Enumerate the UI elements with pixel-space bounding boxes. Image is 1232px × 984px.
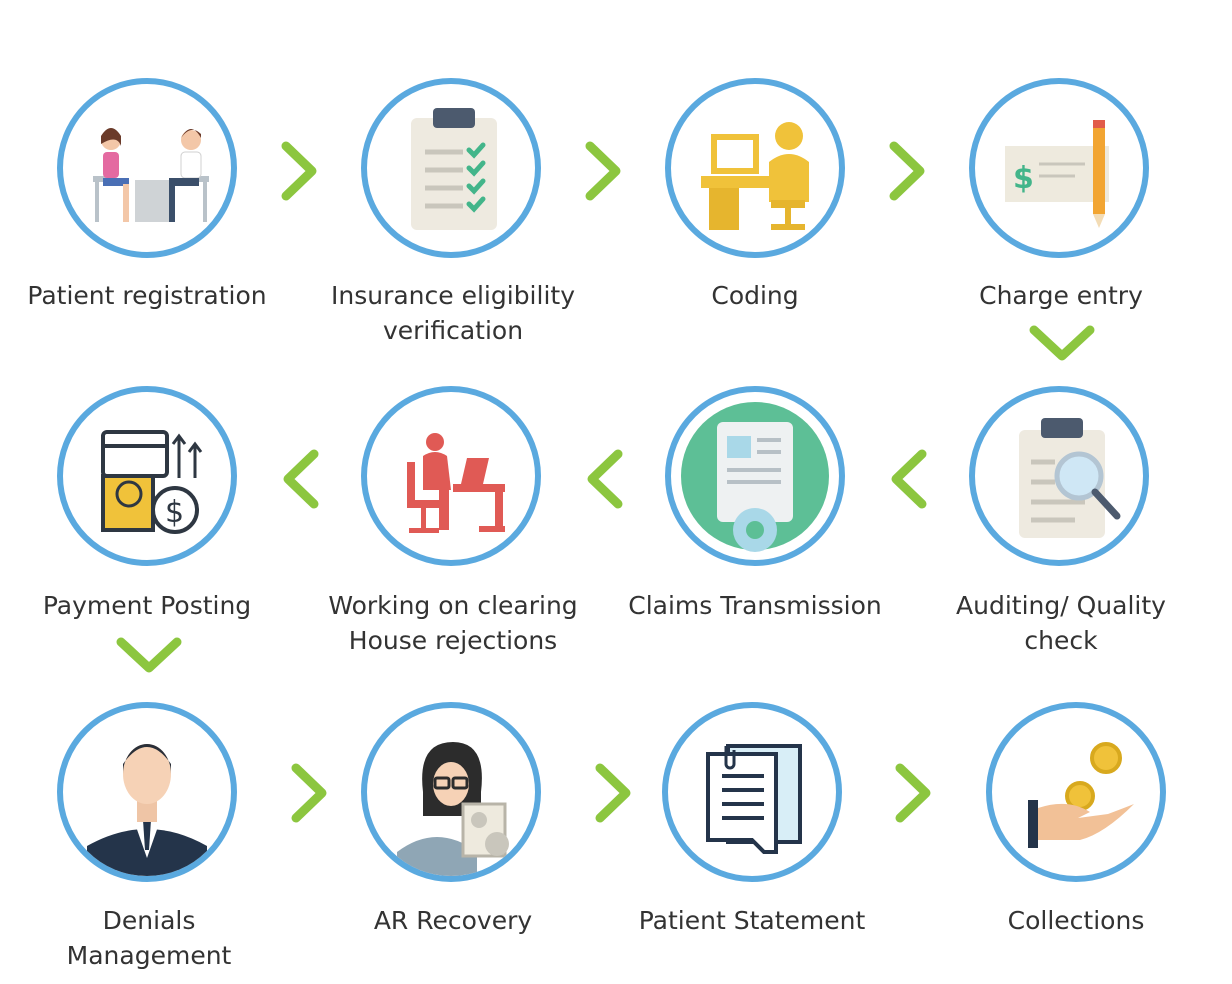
arrow-right-icon — [281, 141, 317, 201]
woman-with-report-icon — [397, 742, 509, 876]
step-circle-denials-management — [57, 702, 237, 882]
step-label-ar-recovery: AR Recovery — [373, 906, 533, 935]
step-label-claims-transmission: Claims Transmission — [628, 591, 882, 620]
arrow-down-icon — [116, 637, 182, 673]
step-circle-payment-posting: $ — [57, 386, 237, 566]
statement-document-icon — [706, 744, 802, 854]
businessman-icon — [87, 744, 207, 876]
document-gear-icon — [681, 402, 829, 552]
step-label-patient-statement: Patient Statement — [638, 906, 866, 935]
arrow-right-icon — [585, 141, 621, 201]
person-at-desk-icon — [407, 433, 505, 533]
arrow-right-icon — [595, 763, 631, 823]
clipboard-magnifier-icon — [1019, 418, 1121, 538]
step-circle-charge-entry: $ — [969, 78, 1149, 258]
step-circle-patient-registration — [57, 78, 237, 258]
step-circle-ar-recovery — [361, 702, 541, 882]
svg-text:$: $ — [1013, 161, 1034, 196]
arrow-right-icon — [889, 141, 925, 201]
step-circle-clearing-house — [361, 386, 541, 566]
computer-workstation-icon — [701, 122, 809, 230]
step-label-patient-registration: Patient registration — [27, 281, 267, 310]
step-circle-insurance-eligibility — [361, 78, 541, 258]
patient-doctor-consultation-icon — [93, 128, 209, 222]
step-label-collections: Collections — [1007, 906, 1145, 935]
step-label-insurance-eligibility: Insurance eligibility verification — [331, 281, 575, 345]
arrow-down-icon — [1029, 325, 1095, 361]
step-label-denials-management: Denials Management — [66, 906, 232, 970]
card-cash-dollar-icon: $ — [101, 430, 203, 534]
step-circle-collections — [986, 702, 1166, 882]
arrow-right-icon — [895, 763, 931, 823]
step-circle-auditing — [969, 386, 1149, 566]
arrow-left-icon — [587, 449, 623, 509]
arrow-right-icon — [291, 763, 327, 823]
step-label-payment-posting: Payment Posting — [42, 591, 252, 620]
hand-with-coins-icon — [1028, 742, 1134, 848]
svg-text:$: $ — [165, 495, 184, 530]
arrow-left-icon — [891, 449, 927, 509]
step-label-auditing: Auditing/ Quality check — [956, 591, 1166, 655]
step-label-charge-entry: Charge entry — [979, 281, 1143, 310]
arrow-left-icon — [283, 449, 319, 509]
clipboard-checklist-icon — [411, 108, 497, 230]
step-label-coding: Coding — [711, 281, 799, 310]
step-circle-coding — [665, 78, 845, 258]
step-circle-claims-transmission — [665, 386, 845, 566]
check-and-pencil-icon: $ — [1005, 120, 1109, 228]
step-circle-patient-statement — [662, 702, 842, 882]
step-label-clearing-house: Working on clearing House rejections — [328, 591, 578, 655]
